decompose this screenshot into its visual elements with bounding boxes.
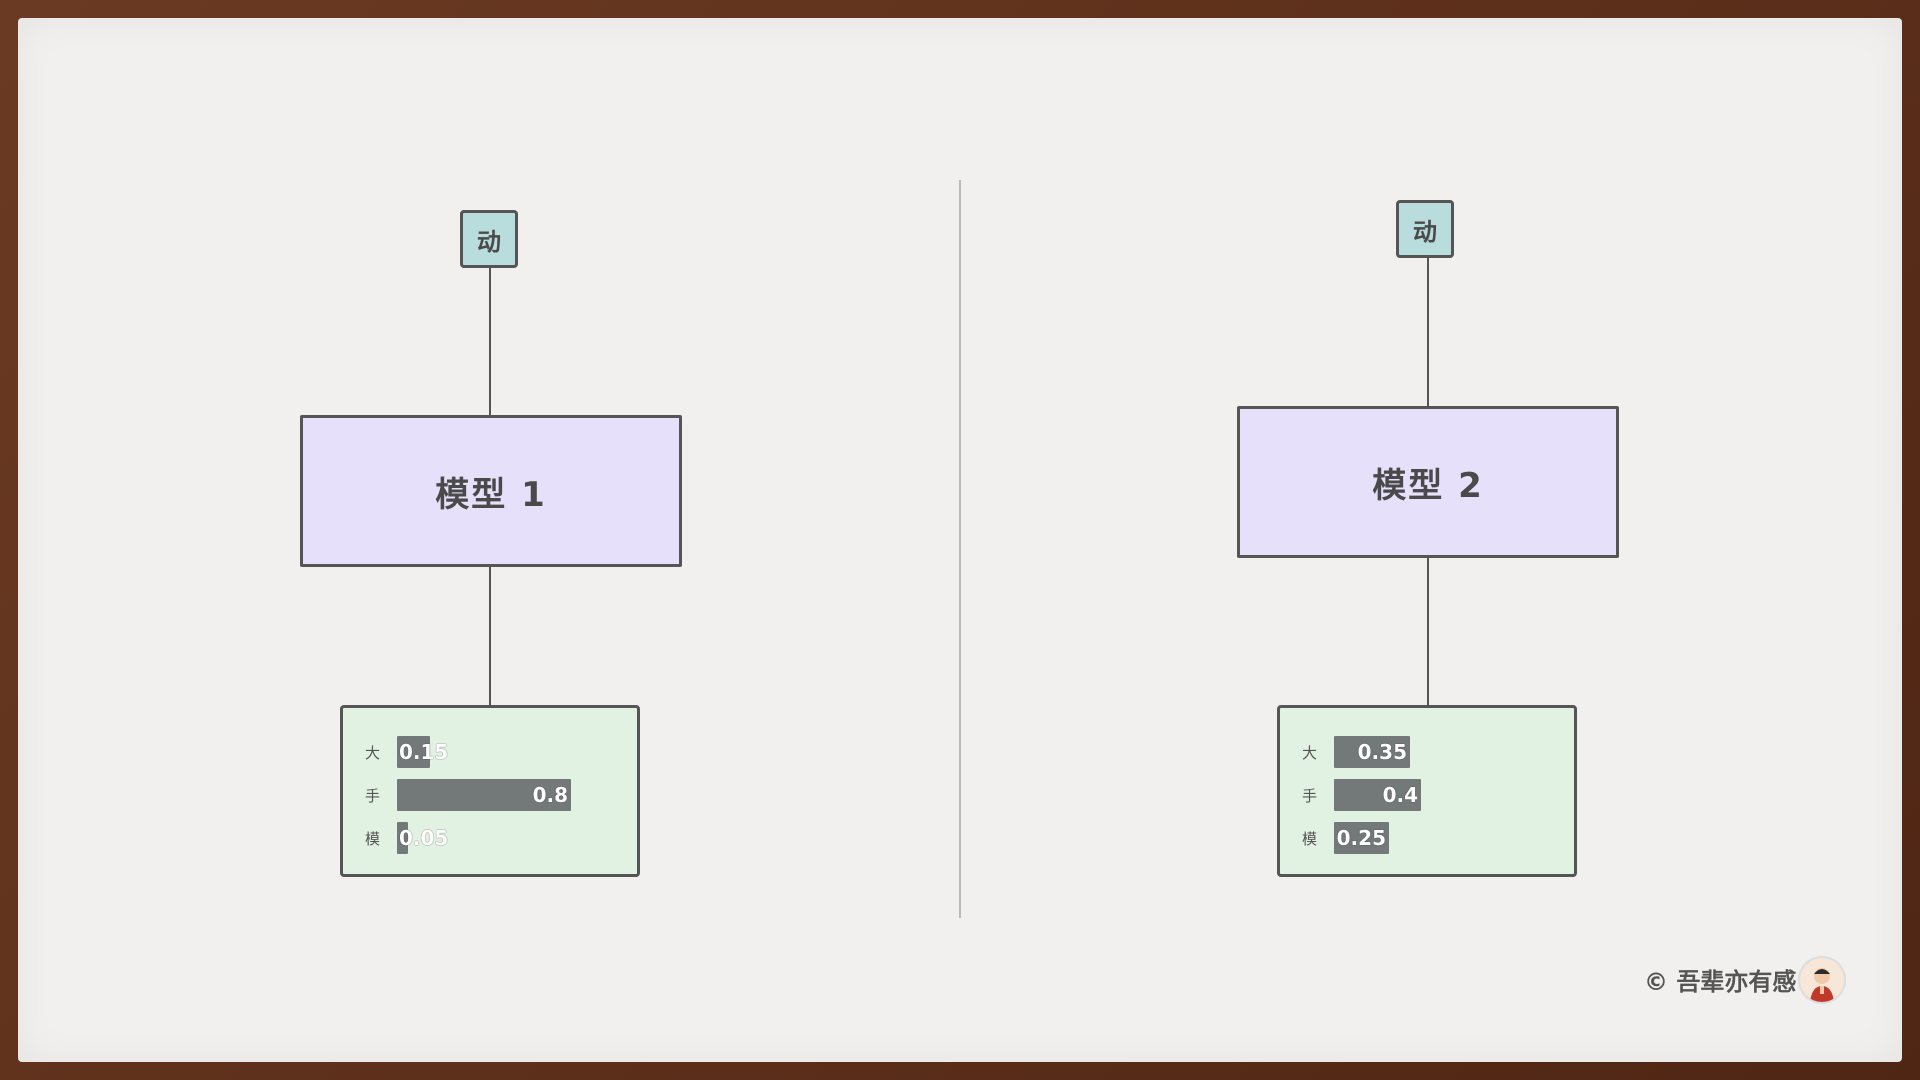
model-2-bar-row: 模 0.25 [1280, 822, 1574, 854]
center-divider [959, 180, 961, 918]
model-1-bar-row: 手 0.8 [343, 779, 637, 811]
model-1-bar-row: 模 0.05 [343, 822, 637, 854]
model-2-input-arrow-line [1427, 258, 1429, 410]
model-1-bar-row: 大 0.15 [343, 736, 637, 768]
model-2-bar-label: 模 [1302, 830, 1318, 848]
model-1-bar-track: 0.8 [397, 779, 615, 811]
model-2-bar-row: 手 0.4 [1280, 779, 1574, 811]
model-1-bar-label: 大 [365, 744, 381, 762]
model-1-bar-track: 0.05 [397, 822, 615, 854]
avatar-illustration [1810, 968, 1834, 1002]
model-2-bar-value: 0.35 [1357, 740, 1407, 764]
model-2-bar-fill [1334, 779, 1421, 811]
model-2-bar-value: 0.4 [1382, 783, 1418, 807]
model-1-bar-label: 手 [365, 787, 381, 805]
model-2-bar-track: 0.25 [1334, 822, 1552, 854]
model-1-input-box: 动 [460, 210, 518, 268]
model-1-output-arrow-line [489, 567, 491, 709]
avatar [1798, 956, 1846, 1004]
model-1-bar-value: 0.15 [399, 740, 449, 764]
model-2-output-arrow-line [1427, 558, 1429, 708]
model-2-bar-fill [1334, 822, 1389, 854]
model-2-bar-label: 大 [1302, 744, 1318, 762]
model-1-box: 模型 1 [300, 415, 682, 567]
model-1-bar-fill [397, 736, 430, 768]
model-1-bar-track: 0.15 [397, 736, 615, 768]
model-2-bar-value: 0.25 [1336, 826, 1386, 850]
model-2-bar-fill [1334, 736, 1410, 768]
model-2-bar-track: 0.4 [1334, 779, 1552, 811]
model-2-output-box: 大 0.35 手 0.4 模 0.25 [1277, 705, 1577, 877]
model-1-bar-fill [397, 779, 571, 811]
model-2-bar-label: 手 [1302, 787, 1318, 805]
model-1-bar-fill [397, 822, 408, 854]
model-1-output-box: 大 0.15 手 0.8 模 0.05 [340, 705, 640, 877]
model-1-input-arrow-line [489, 268, 491, 420]
model-2-input-box: 动 [1396, 200, 1454, 258]
credit-text: © 吾辈亦有感 [1644, 968, 1797, 996]
model-2-bar-track: 0.35 [1334, 736, 1552, 768]
model-1-bar-label: 模 [365, 830, 381, 848]
model-2-box: 模型 2 [1237, 406, 1619, 558]
model-2-bar-row: 大 0.35 [1280, 736, 1574, 768]
paper-canvas: 动 模型 1 大 0.15 手 0.8 模 [18, 18, 1902, 1062]
model-1-bar-value: 0.05 [399, 826, 449, 850]
model-1-bar-value: 0.8 [532, 783, 568, 807]
